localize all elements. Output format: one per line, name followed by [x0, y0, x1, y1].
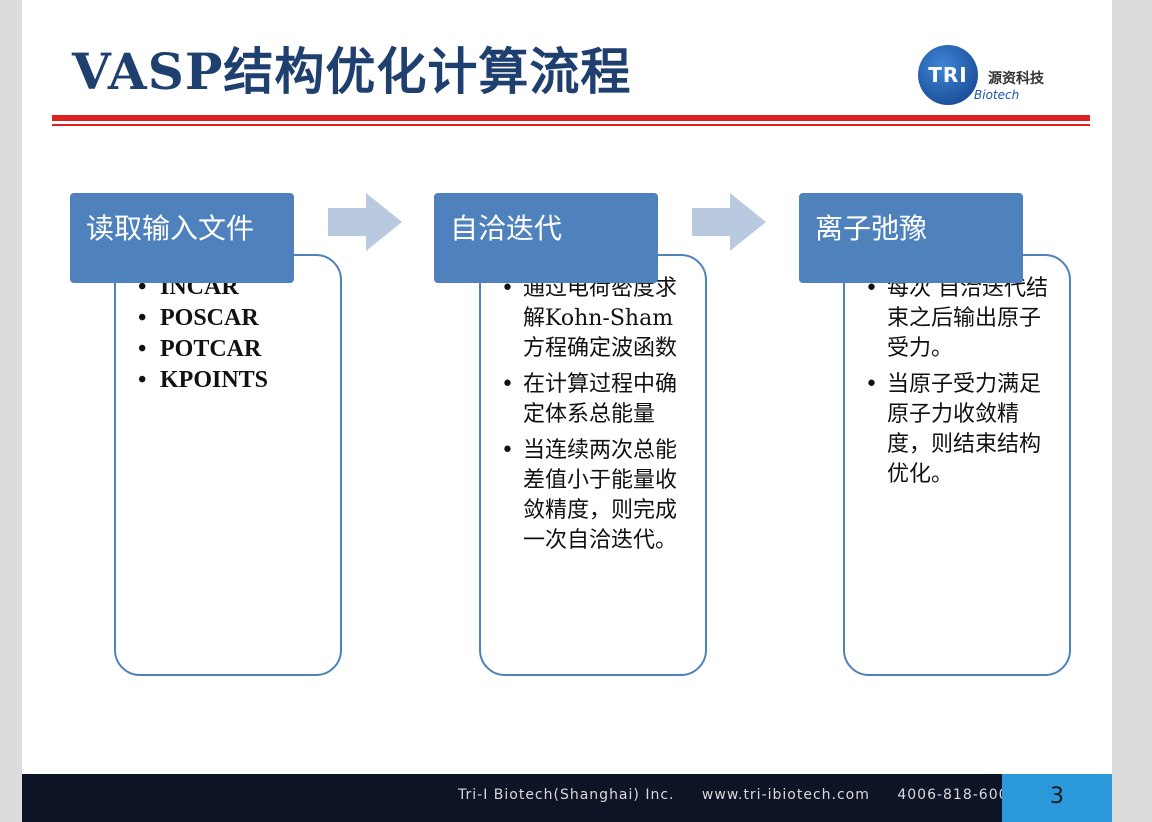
arrow-right-icon [328, 193, 402, 251]
step-1-header-label: 读取输入文件 [86, 212, 255, 245]
logo-globe-icon [918, 45, 978, 105]
page-number: 3 [1002, 774, 1112, 822]
step-1-list: •INCAR •POSCAR •POTCAR •KPOINTS [136, 272, 334, 396]
footer-company: Tri-I Biotech(Shanghai) Inc. [458, 787, 675, 803]
step-1-header: 读取输入文件 [70, 193, 294, 283]
footer-website[interactable]: www.tri-ibiotech.com [701, 787, 870, 803]
logo-mark: TRI [928, 63, 968, 87]
list-item: •当原子受力满足原子力收敛精度，则结束结构优化。 [865, 372, 1042, 487]
logo-chinese-name: 源资科技 [988, 71, 1044, 87]
step-3-header: 离子弛豫 [799, 193, 1023, 283]
step-3-content-box: •每次 自洽迭代结束之后输出原子受力。 •当原子受力满足原子力收敛精度，则结束结… [843, 254, 1071, 676]
step-2-header-label: 自洽迭代 [450, 212, 563, 245]
slide: VASP结构优化计算流程 TRI 源资科技 Biotech •INCAR •PO… [22, 0, 1112, 822]
company-logo: TRI 源资科技 Biotech [918, 45, 1078, 107]
arrow-right-icon [692, 193, 766, 251]
step-3-list: •每次 自洽迭代结束之后输出原子受力。 •当原子受力满足原子力收敛精度，则结束结… [863, 274, 1053, 496]
footer-info: Tri-I Biotech(Shanghai) Inc. www.tri-ibi… [458, 787, 1031, 803]
title-divider-thick [52, 115, 1090, 121]
list-item: •当连续两次总能差值小于能量收敛精度，则完成一次自洽迭代。 [501, 438, 678, 553]
list-item: •在计算过程中确定体系总能量 [501, 372, 678, 427]
list-item: •POSCAR [138, 305, 259, 331]
step-2-header: 自洽迭代 [434, 193, 658, 283]
list-item: •POTCAR [138, 336, 262, 362]
step-2-content-box: •通过电荷密度求解Kohn-Sham方程确定波函数 •在计算过程中确定体系总能量… [479, 254, 707, 676]
step-1-content-box: •INCAR •POSCAR •POTCAR •KPOINTS [114, 254, 342, 676]
step-3-header-label: 离子弛豫 [815, 212, 928, 245]
footer-bar: Tri-I Biotech(Shanghai) Inc. www.tri-ibi… [22, 774, 1112, 822]
list-item: •KPOINTS [138, 367, 269, 393]
list-item: •每次 自洽迭代结束之后输出原子受力。 [865, 276, 1048, 361]
slide-title: VASP结构优化计算流程 [72, 42, 632, 101]
logo-subtitle: Biotech [974, 88, 1020, 102]
title-divider-thin [52, 124, 1090, 126]
list-item: •通过电荷密度求解Kohn-Sham方程确定波函数 [501, 276, 678, 361]
footer-phone: 4006-818-600 [897, 787, 1009, 803]
step-2-list: •通过电荷密度求解Kohn-Sham方程确定波函数 •在计算过程中确定体系总能量… [499, 274, 689, 562]
